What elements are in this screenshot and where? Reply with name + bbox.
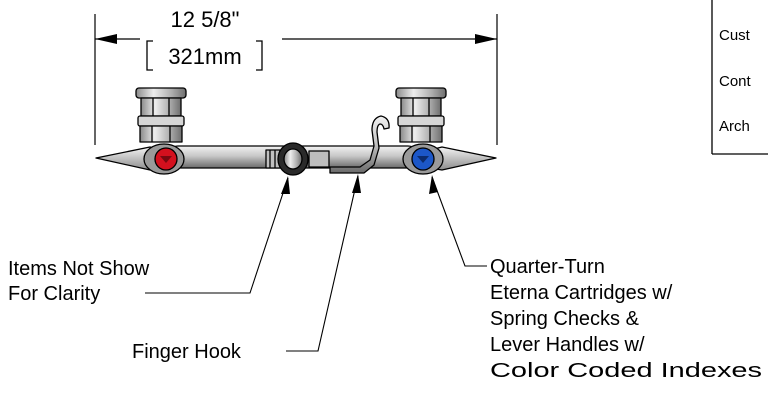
callout-cartridges-line-4: Lever Handles w/	[490, 334, 645, 356]
side-panel-row-3: Arch	[719, 118, 750, 135]
finger-hook	[329, 115, 390, 174]
dimension-imperial: 12 5/8"	[171, 7, 240, 32]
callout-cartridges: Quarter-Turn Eterna Cartridges w/ Spring…	[490, 256, 762, 382]
right-supply-nut	[395, 87, 447, 143]
leader-cartridges-arrow	[429, 175, 438, 194]
cold-index-mark	[417, 156, 429, 163]
leader-finger-hook	[286, 175, 359, 352]
callout-items-not-shown-line-2: For Clarity	[8, 283, 100, 305]
leader-items-not-shown-arrow	[281, 176, 290, 194]
arrowhead-left	[95, 34, 117, 44]
callout-cartridges-line-1: Quarter-Turn	[490, 256, 605, 278]
left-supply-nut	[135, 87, 187, 143]
callout-cartridges-line-3: Spring Checks &	[490, 308, 640, 330]
faucet-illustration	[95, 87, 497, 176]
leader-items-not-shown	[145, 177, 289, 294]
side-panel-row-1: Cust	[719, 27, 751, 44]
center-coupling	[265, 142, 330, 176]
callout-items-not-shown: Items Not Show For Clarity	[8, 258, 150, 305]
hot-index-mark	[160, 156, 172, 163]
side-panel: Cust Cont Arch	[711, 0, 768, 155]
callout-finger-hook: Finger Hook	[132, 341, 242, 363]
metric-bracket-right	[256, 40, 263, 71]
leader-lines	[145, 174, 487, 352]
metric-bracket-left	[146, 40, 153, 71]
callout-cartridges-line-2: Eterna Cartridges w/	[490, 282, 673, 304]
leader-finger-hook-arrow	[352, 174, 361, 193]
arrowhead-right	[475, 34, 497, 44]
leader-cartridges	[431, 176, 487, 267]
callout-cartridges-line-5: Color Coded Indexes	[490, 360, 762, 382]
dimension-metric: 321mm	[168, 44, 241, 69]
side-panel-row-2: Cont	[719, 73, 752, 90]
callout-items-not-shown-line-1: Items Not Show	[8, 258, 150, 280]
dimension-overall-width: 12 5/8" 321mm	[94, 7, 498, 145]
